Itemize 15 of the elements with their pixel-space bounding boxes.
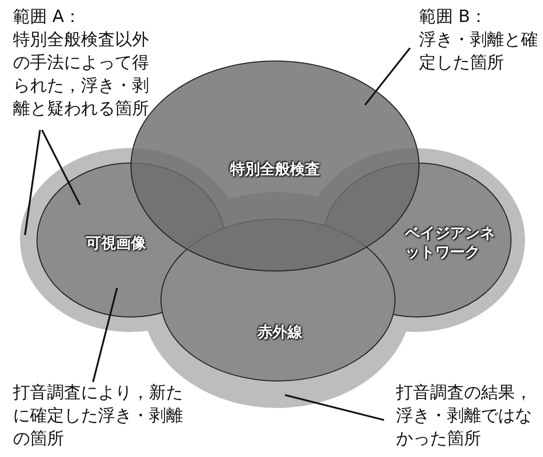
leader-line: [41, 130, 81, 206]
method-label: 赤外線: [258, 323, 302, 342]
callout-body: 打音調査により，新たに確定した浮き・剥離の箇所: [13, 382, 184, 451]
leader-line: [364, 47, 411, 106]
leader-line: [24, 130, 41, 236]
callout-body: 特別全般検査以外の手法によって得られた，浮き・剥離と疑われる箇所: [13, 29, 150, 121]
method-label: 可視画像: [86, 234, 146, 253]
leader-line: [92, 288, 118, 382]
leader-line: [284, 394, 384, 421]
callout-heading: 範囲 B：: [419, 6, 488, 29]
method-label: 特別全般検査: [230, 160, 320, 179]
callout-heading: 範囲 A：: [13, 6, 82, 29]
method-label: ベイジアンネットワーク: [405, 224, 495, 262]
callout-body: 打音調査の結果，浮き・剥離ではなかった箇所: [396, 382, 533, 451]
callout-body: 浮き・剥離と確定した箇所: [419, 29, 539, 75]
